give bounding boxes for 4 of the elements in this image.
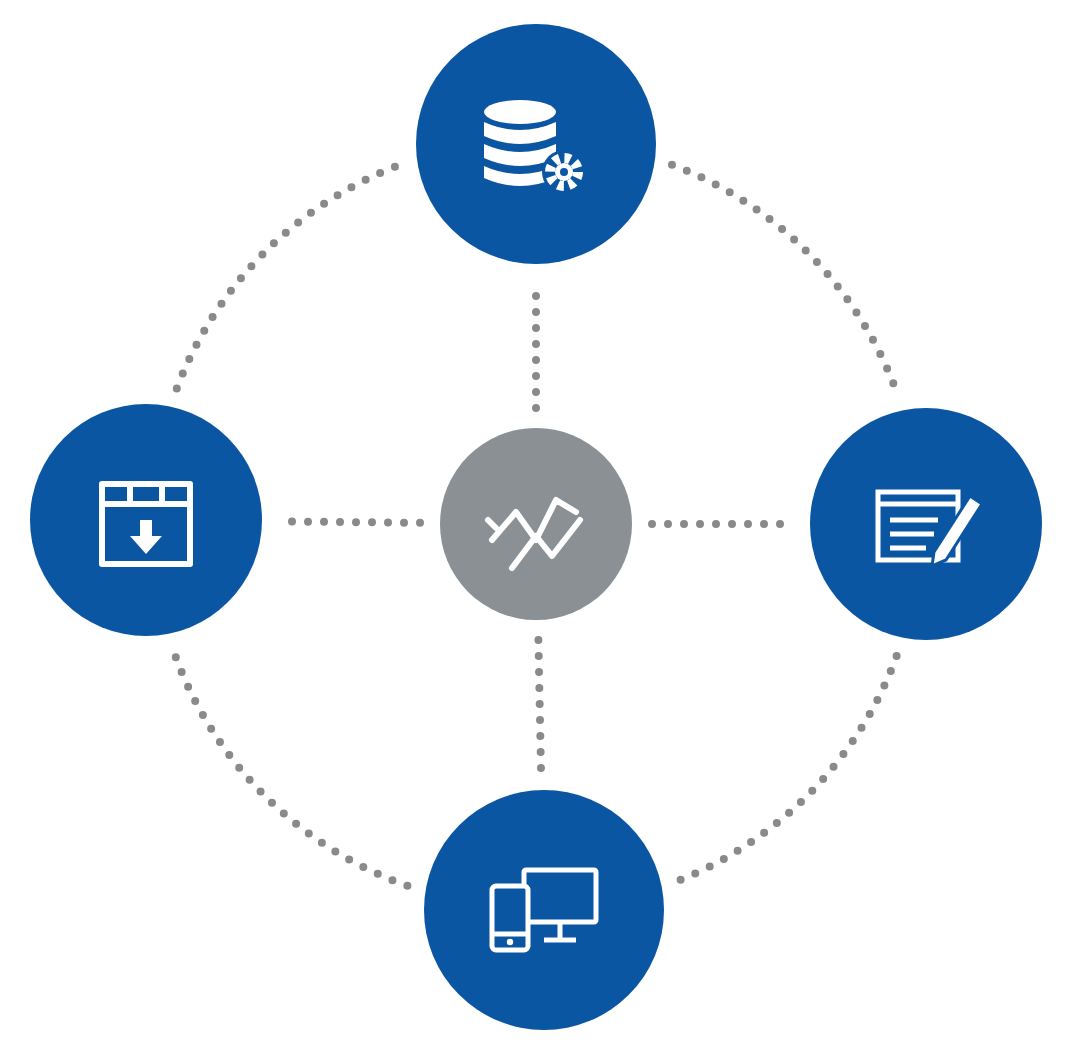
dotted-connector [675,652,901,885]
dotted-connector [172,160,404,393]
dotted-connector [534,636,545,774]
dotted-connector [170,648,412,890]
